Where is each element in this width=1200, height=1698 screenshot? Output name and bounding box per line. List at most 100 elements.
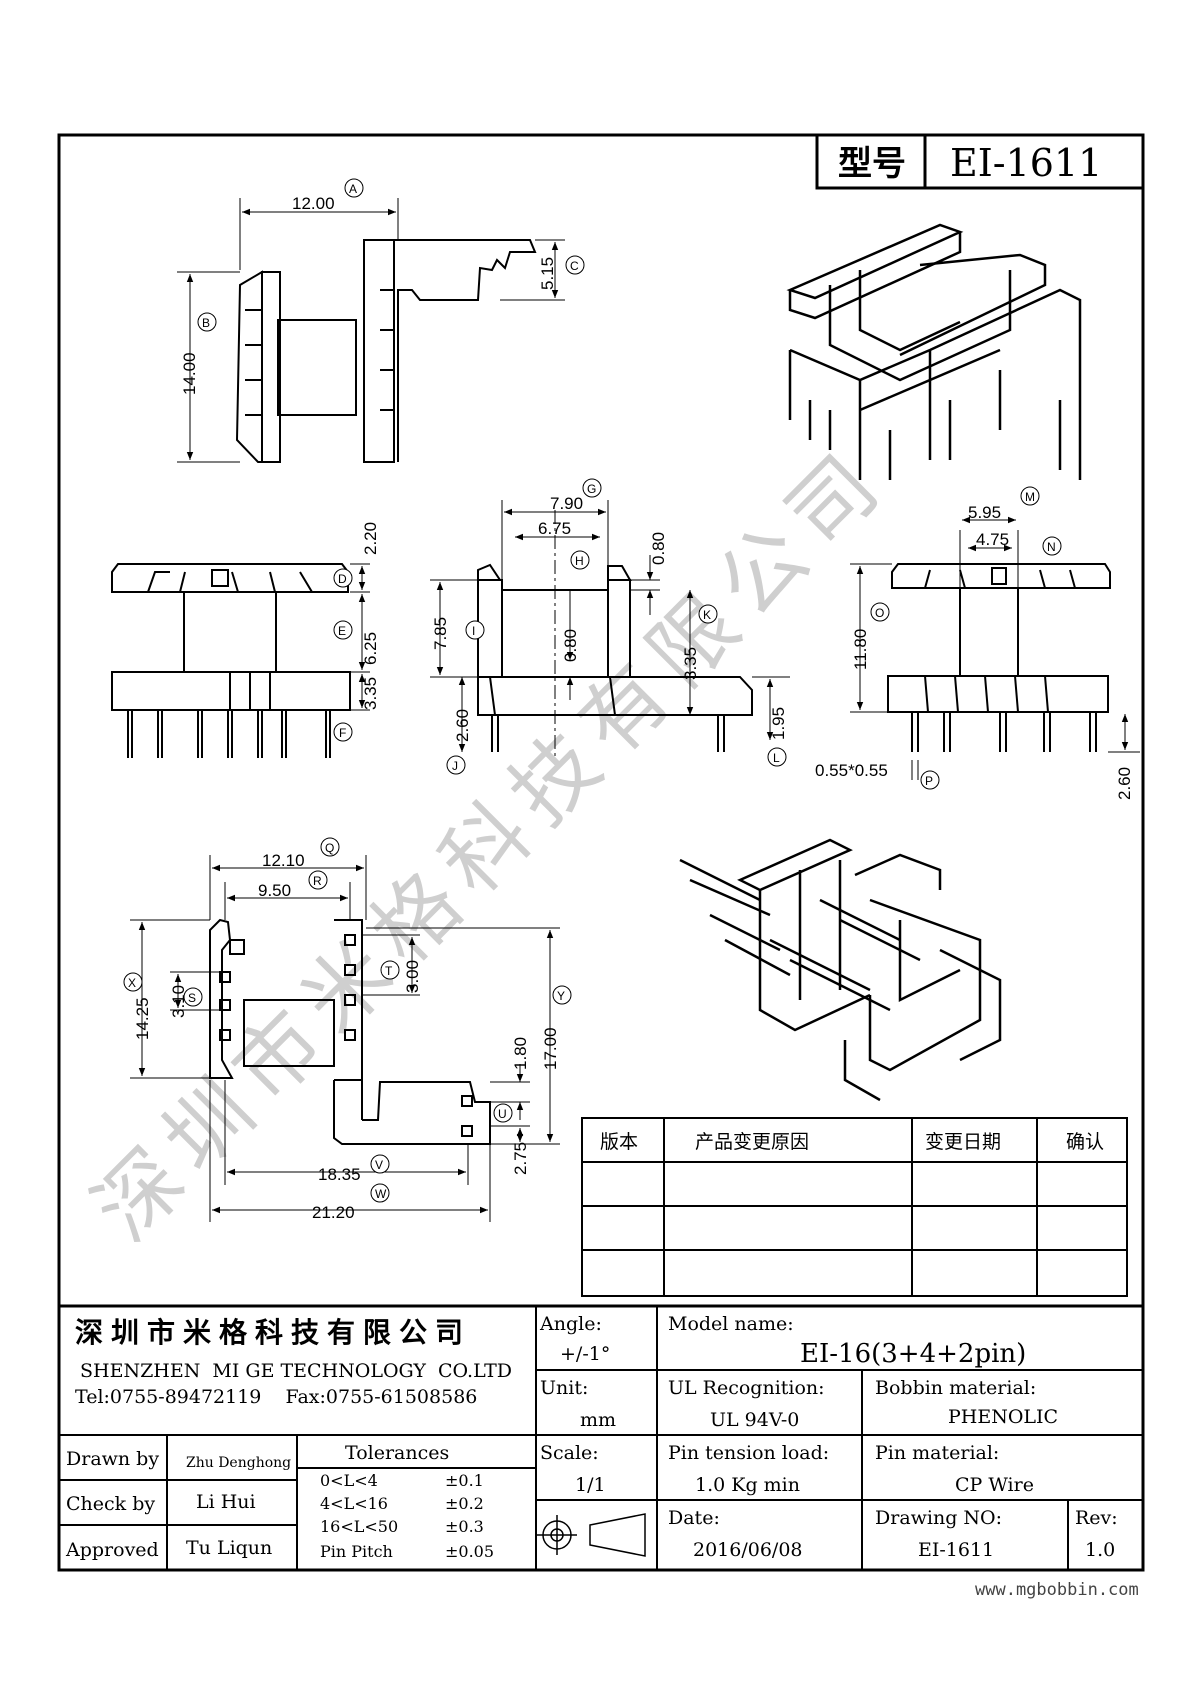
dim-F-value: 3.35	[361, 677, 380, 710]
dim-Q-value: 12.10	[262, 851, 305, 870]
dim-U2-value: 2.75	[511, 1142, 530, 1175]
view-top-left	[235, 239, 537, 463]
dims-G-H-I-J-K-L: 7.90 G 6.75 H 0.80 7.85 I 0.80 3.35 K 2.…	[430, 478, 790, 775]
dim-H-value: 6.75	[538, 519, 571, 538]
date-label: Date:	[668, 1507, 720, 1529]
dim-D-value: 2.20	[361, 522, 380, 555]
dim-T-value: 3.00	[403, 960, 422, 993]
dim-G-value: 7.90	[550, 494, 583, 513]
ul-label: UL Recognition:	[668, 1377, 825, 1399]
dim-O-value: 11.80	[851, 629, 870, 670]
unit-label: Unit:	[540, 1377, 588, 1399]
scale-value: 1/1	[575, 1474, 606, 1496]
view-front-left	[111, 563, 351, 758]
tolerances-title: Tolerances	[345, 1442, 449, 1464]
svg-text:V: V	[375, 1158, 383, 1172]
pin-material-label: Pin material:	[875, 1442, 999, 1464]
site-url: www.mgbobbin.com	[975, 1580, 1139, 1600]
dim-N-value: 4.75	[976, 530, 1009, 549]
svg-text:N: N	[1047, 540, 1056, 554]
company-contact: Tel:0755-89472119 Fax:0755-61508586	[75, 1386, 477, 1408]
svg-text:G: G	[587, 482, 596, 496]
tol-value-3: ±0.3	[445, 1517, 484, 1536]
company-name-cn: 深圳市米格科技有限公司	[75, 1316, 471, 1349]
dim-B-value: 14.00	[180, 352, 199, 395]
dim-E-value: 6.25	[361, 632, 380, 665]
dim-S-value: 3.10	[169, 985, 188, 1018]
dim-C: 5.15 C	[500, 239, 585, 301]
tol-value-1: ±0.1	[445, 1471, 484, 1490]
check-by-label: Check by	[66, 1493, 155, 1515]
svg-text:R: R	[313, 874, 322, 888]
unit-value: mm	[580, 1409, 616, 1431]
tol-range-2: 4<L<16	[320, 1494, 388, 1513]
approved-value: Tu Liqun	[186, 1537, 272, 1559]
drawing-no-value: EI-1611	[918, 1539, 994, 1561]
dim-U-value: 1.80	[511, 1037, 530, 1070]
dim-A: 12.00 A	[239, 178, 399, 270]
view-front-right	[887, 563, 1111, 752]
tol-range-3: 16<L<50	[320, 1517, 398, 1536]
dim-A-value: 12.00	[292, 194, 335, 213]
dim-W-value: 21.20	[312, 1203, 355, 1222]
dim-C-value: 5.15	[538, 257, 557, 290]
dims-Q-to-Y: 12.10 Q 9.50 R 14.25 X 3.10 S 3.00 T 17.…	[123, 837, 572, 1222]
model-value: EI-1611	[950, 141, 1102, 185]
svg-text:E: E	[338, 624, 346, 638]
projection-symbol	[537, 1513, 646, 1557]
svg-text:O: O	[875, 606, 884, 620]
tol-value-2: ±0.2	[445, 1494, 484, 1513]
date-value: 2016/06/08	[693, 1539, 803, 1561]
drawn-by-label: Drawn by	[66, 1448, 159, 1470]
dim-I-value: 7.85	[431, 617, 450, 650]
svg-text:J: J	[452, 759, 458, 773]
svg-text:I: I	[472, 624, 475, 638]
view-section-mid	[477, 510, 753, 760]
dims-M-N-O-P: 5.95 M 4.75 N 11.80 O 0.55*0.55 P 2.60	[815, 486, 1140, 800]
svg-text:T: T	[385, 964, 393, 978]
svg-text:K: K	[703, 608, 711, 622]
svg-text:L: L	[773, 751, 780, 765]
dim-J-value: 2.60	[453, 709, 472, 742]
model-label: 型号	[838, 144, 906, 184]
pin-material-value: CP Wire	[955, 1474, 1034, 1496]
model-name-value: EI-16(3+4+2pin)	[800, 1339, 1026, 1369]
svg-text:D: D	[338, 572, 347, 586]
svg-text:A: A	[349, 182, 357, 196]
angle-label: Angle:	[539, 1313, 602, 1335]
svg-text:X: X	[128, 976, 136, 990]
svg-text:F: F	[339, 726, 346, 740]
bobbin-label: Bobbin material:	[875, 1377, 1036, 1399]
company-name-en: SHENZHEN MI GE TECHNOLOGY CO.LTD	[80, 1360, 512, 1382]
svg-text:Y: Y	[557, 989, 565, 1003]
check-by-value: Li Hui	[196, 1491, 256, 1513]
drawing-frame	[57, 133, 1145, 1572]
dim-P-value: 0.55*0.55	[815, 761, 888, 780]
svg-text:P: P	[925, 774, 933, 788]
svg-text:H: H	[575, 554, 584, 568]
model-header: 型号 EI-1611	[815, 133, 1145, 190]
iso-view-bottom	[679, 838, 1002, 1102]
tension-value: 1.0 Kg min	[695, 1474, 800, 1496]
revision-table	[581, 1117, 1128, 1297]
svg-text:C: C	[570, 259, 579, 273]
rev-header-confirm: 确认	[1066, 1131, 1104, 1153]
angle-value: +/-1°	[560, 1343, 610, 1365]
rev-header-version: 版本	[600, 1131, 638, 1153]
dim-P2-value: 2.60	[1115, 767, 1134, 800]
approved-label: Approved	[65, 1539, 159, 1561]
rev-label: Rev:	[1075, 1507, 1118, 1529]
svg-text:Q: Q	[325, 841, 334, 855]
dims-D-E-F: 2.20 6.25 3.35 D E F	[333, 522, 380, 742]
iso-view-top	[786, 223, 1082, 480]
bobbin-value: PHENOLIC	[948, 1406, 1058, 1428]
title-block-grid	[59, 1304, 1143, 1570]
tol-value-4: ±0.05	[445, 1542, 494, 1561]
dim-V-value: 18.35	[318, 1165, 361, 1184]
dim-X-value: 14.25	[133, 997, 152, 1040]
scale-label: Scale:	[540, 1442, 599, 1464]
tension-label: Pin tension load:	[668, 1442, 829, 1464]
rev-header-reason: 产品变更原因	[695, 1131, 809, 1153]
svg-text:M: M	[1025, 490, 1035, 504]
